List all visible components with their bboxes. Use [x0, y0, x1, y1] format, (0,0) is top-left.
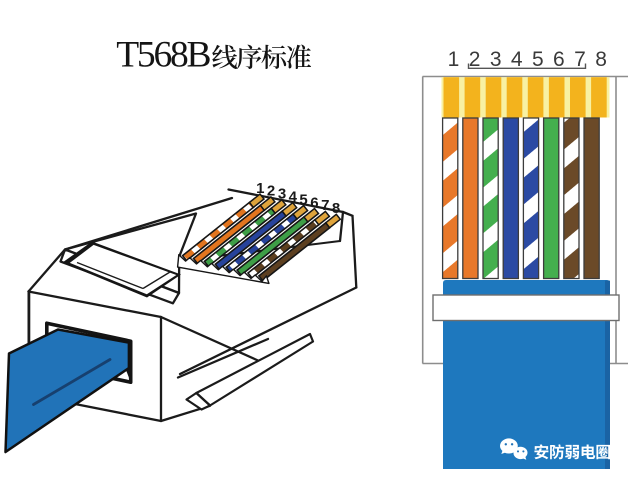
svg-text:7: 7: [574, 48, 586, 71]
svg-text:2: 2: [267, 183, 275, 200]
svg-text:2: 2: [469, 48, 481, 71]
svg-text:1: 1: [256, 180, 264, 197]
svg-text:5: 5: [299, 191, 307, 208]
svg-text:8: 8: [332, 200, 340, 217]
svg-text:4: 4: [289, 189, 298, 206]
svg-text:7: 7: [321, 197, 329, 214]
svg-text:5: 5: [532, 48, 544, 71]
svg-text:T568B: T568B: [116, 35, 210, 76]
svg-text:3: 3: [278, 186, 286, 203]
svg-text:8: 8: [595, 48, 607, 71]
svg-text:1: 1: [448, 48, 460, 71]
svg-text:6: 6: [553, 48, 565, 71]
svg-text:3: 3: [490, 48, 502, 71]
svg-text:6: 6: [310, 194, 318, 211]
svg-text:4: 4: [511, 48, 523, 71]
